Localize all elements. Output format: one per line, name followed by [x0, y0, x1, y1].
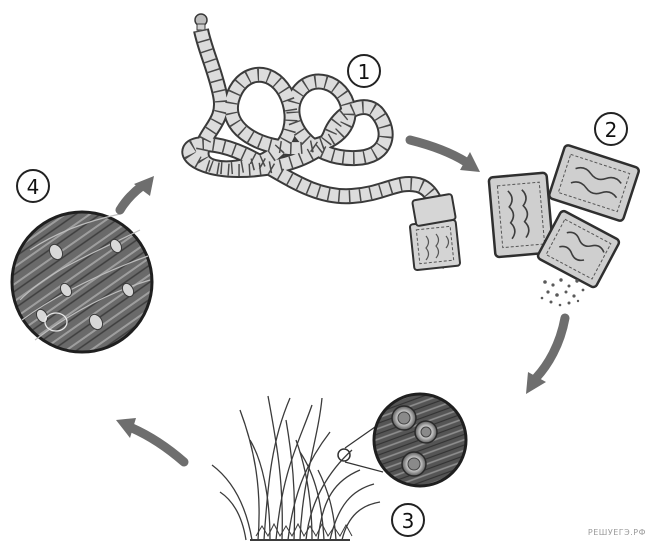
- stage-label-4: 4: [17, 170, 49, 202]
- magnified-eggs: [374, 394, 466, 486]
- magnifier-pointer: [345, 462, 383, 472]
- stage-number: 4: [27, 175, 40, 199]
- cycle-arrow: [120, 176, 154, 210]
- mature-proglottids: [410, 194, 461, 271]
- cycle-arrow: [116, 418, 184, 462]
- stage-label-2: 2: [595, 113, 627, 145]
- watermark: РЕШУЕГЭ.РФ: [588, 528, 646, 537]
- stage-number: 3: [402, 509, 415, 533]
- stage-number: 1: [358, 60, 371, 84]
- stage-label-3: 3: [392, 504, 424, 536]
- released-eggs: [541, 278, 585, 306]
- proglottids-illustration: [489, 144, 640, 306]
- stage-label-1: 1: [348, 55, 380, 87]
- cycle-arrow: [526, 318, 565, 394]
- muscle-tissue-illustration: [12, 212, 152, 352]
- stage-number: 2: [605, 118, 618, 142]
- magnifier-spot: [338, 449, 350, 461]
- proglottid: [548, 144, 639, 221]
- cycle-arrow: [410, 140, 480, 172]
- grass-illustration: [212, 396, 380, 540]
